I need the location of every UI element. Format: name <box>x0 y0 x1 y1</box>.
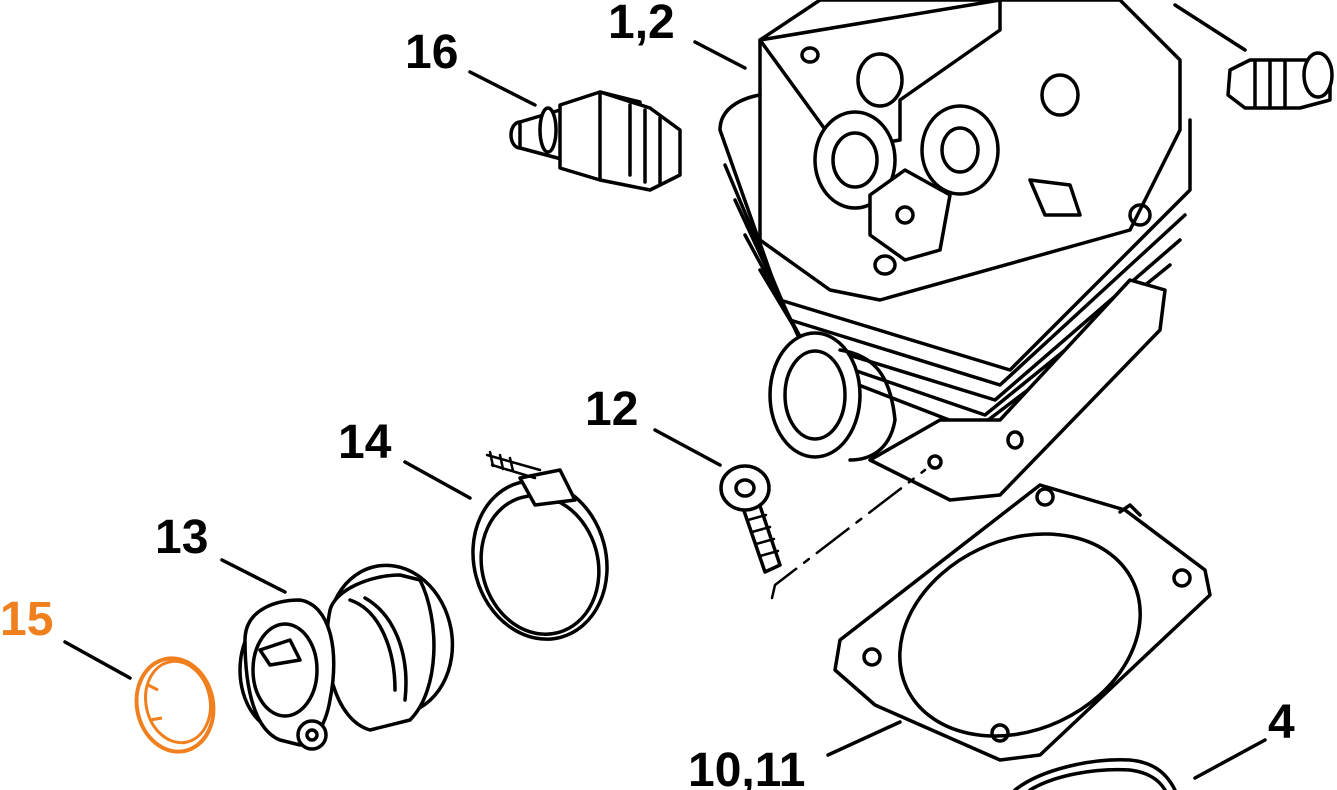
callout-4[interactable]: 4 <box>1268 696 1295 749</box>
gasket-part[interactable] <box>833 483 1212 774</box>
decompression-valve-part[interactable] <box>1226 51 1334 110</box>
callout-14[interactable]: 14 <box>338 416 392 469</box>
hose-clamp-part[interactable] <box>456 450 625 654</box>
piston-ring-part[interactable] <box>1013 758 1177 790</box>
spark-plug-part[interactable] <box>509 90 682 192</box>
leader-lines <box>63 3 1267 780</box>
callout-12[interactable]: 12 <box>585 383 638 436</box>
callout-16[interactable]: 16 <box>405 26 458 79</box>
callout-10-11[interactable]: 10,11 <box>688 744 805 790</box>
callout-13[interactable]: 13 <box>155 511 208 564</box>
intake-manifold-part[interactable] <box>238 555 464 751</box>
ring-part-highlighted[interactable] <box>128 651 222 759</box>
cylinder-part[interactable] <box>718 0 1192 502</box>
callout-1-2[interactable]: 1,2 <box>608 0 675 49</box>
assembly-line <box>770 468 927 600</box>
screw-part[interactable] <box>719 464 782 574</box>
callout-15[interactable]: 15 <box>0 593 53 646</box>
